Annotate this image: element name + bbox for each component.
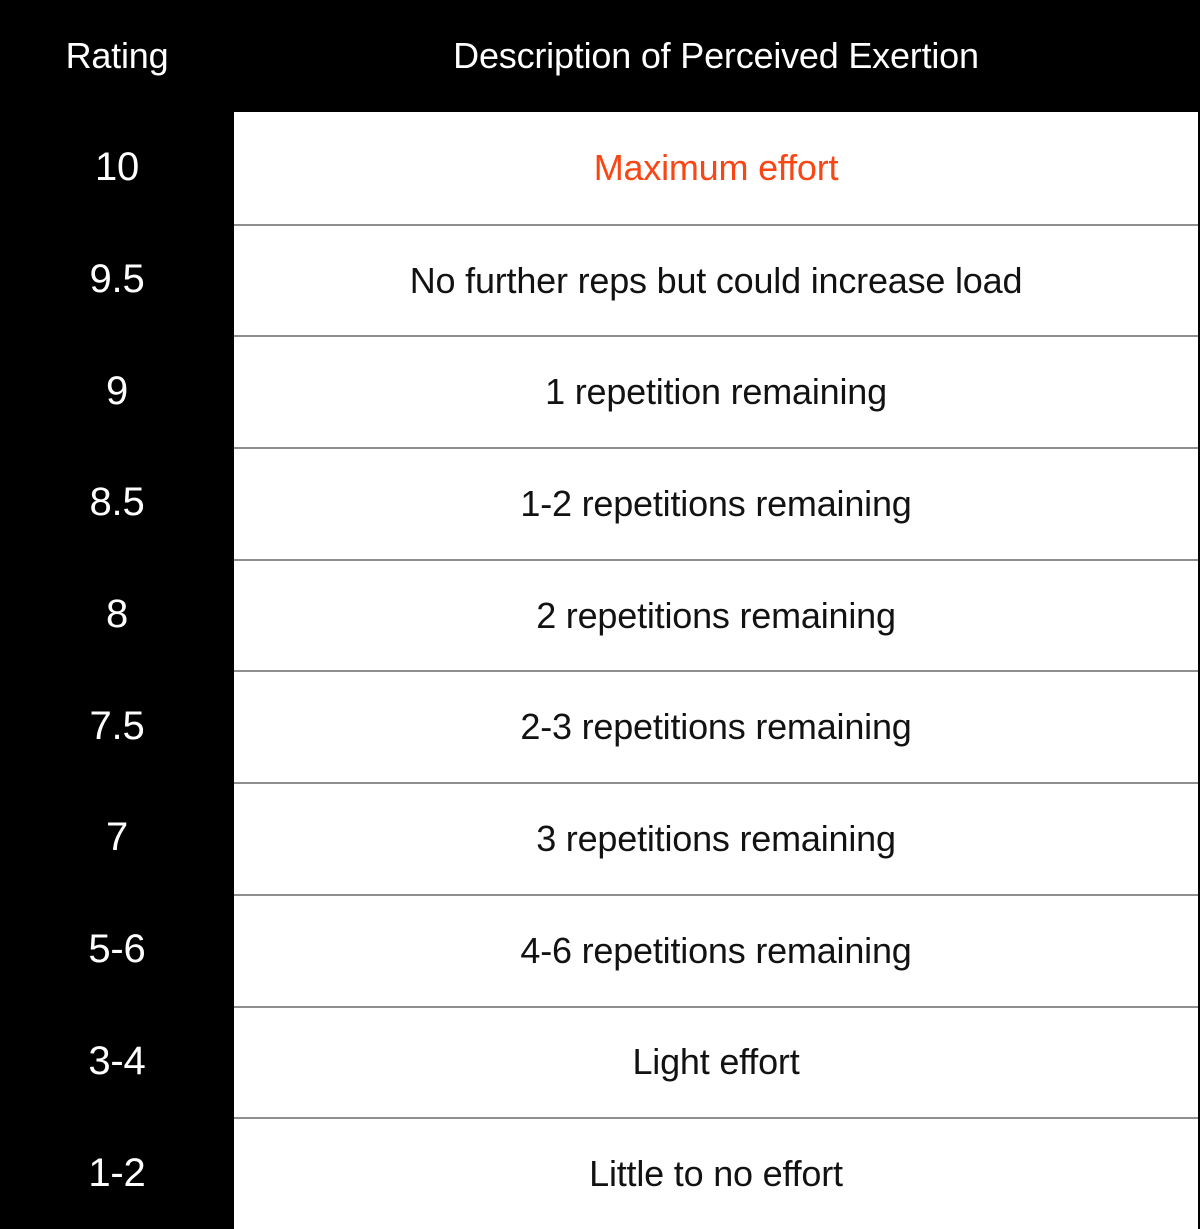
rating-cell: 9.5 xyxy=(0,223,234,336)
description-cell: 2 repetitions remaining xyxy=(234,558,1198,671)
rating-cell: 7 xyxy=(0,782,234,894)
rating-cell: 8.5 xyxy=(0,447,234,559)
description-cell: 3 repetitions remaining xyxy=(234,782,1198,894)
description-column-header: Description of Perceived Exertion xyxy=(453,35,979,76)
description-cell: Little to no effort xyxy=(234,1117,1198,1229)
rating-cell: 5-6 xyxy=(0,893,234,1006)
description-cell: 2-3 repetitions remaining xyxy=(234,670,1198,783)
rating-cell: 7.5 xyxy=(0,670,234,783)
description-cell: 1 repetition remaining xyxy=(234,335,1198,448)
rating-cell: 9 xyxy=(0,335,234,448)
description-cell: 4-6 repetitions remaining xyxy=(234,893,1198,1006)
description-cell: 1-2 repetitions remaining xyxy=(234,447,1198,559)
table-header-row: Rating Description of Perceived Exertion xyxy=(0,0,1200,112)
rating-cell: 10 xyxy=(0,112,234,224)
rating-cell: 3-4 xyxy=(0,1005,234,1118)
rating-column-header: Rating xyxy=(65,35,169,76)
rating-cell: 8 xyxy=(0,558,234,671)
description-cell: Light effort xyxy=(234,1005,1198,1118)
rating-cell: 1-2 xyxy=(0,1117,234,1229)
description-cell: Maximum effort xyxy=(234,112,1198,224)
description-cell: No further reps but could increase load xyxy=(234,223,1198,336)
